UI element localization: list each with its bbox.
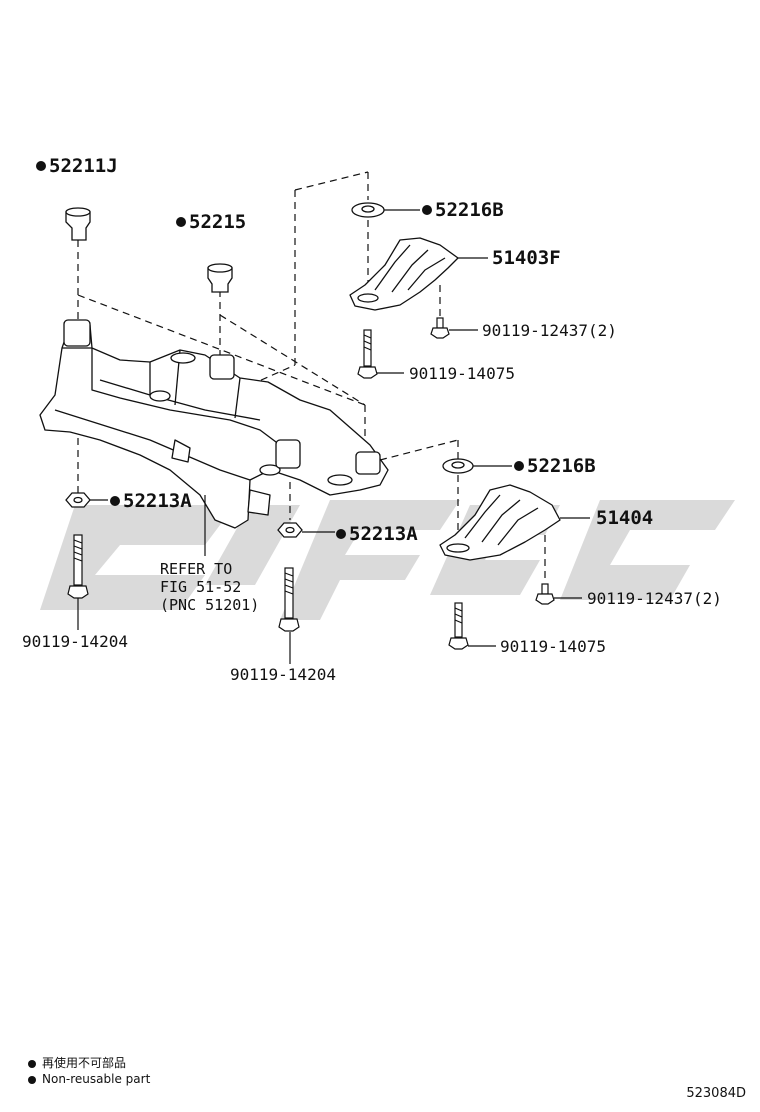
callout-51404: 51404 (596, 507, 653, 529)
bolt-90119-14204-mid (278, 567, 300, 632)
stopper-52216B-right (442, 458, 474, 474)
front-suspension-crossmember (39, 319, 389, 529)
bolt-90119-14204-left (67, 534, 89, 599)
reference-note-line-3: (PNC 51201) (160, 596, 259, 614)
callout-90119-14075-right: 90119-14075 (500, 637, 606, 656)
bolt-90119-14075-top (357, 329, 378, 379)
callout-52215: 52215 (189, 211, 246, 233)
callout-90119-12437-right: 90119-12437(2) (587, 589, 722, 608)
legend-japanese: 再使用不可部品 (28, 1054, 126, 1071)
callout-52213A-mid: 52213A (349, 523, 418, 545)
bolt-90119-14075-right (448, 602, 469, 650)
leader-lines (77, 209, 590, 664)
callout-52216B-right: 52216B (527, 455, 596, 477)
reference-note-line-1: REFER TO (160, 560, 232, 578)
callout-90119-14204-left: 90119-14204 (22, 632, 128, 651)
callout-51403F: 51403F (492, 247, 561, 269)
nut-52213A-mid (277, 522, 303, 538)
legend-japanese-text: 再使用不可部品 (42, 1056, 127, 1070)
bolt-90119-12437-right (535, 583, 555, 605)
callout-52213A-left: 52213A (123, 490, 192, 512)
brace-51404 (439, 484, 561, 561)
bolt-90119-12437-top (430, 317, 450, 339)
callout-52211J: 52211J (49, 155, 118, 177)
bushing-52211J (65, 207, 91, 241)
non-reusable-dot-icon (28, 1059, 36, 1068)
legend-english-text: Non-reusable part (42, 1072, 151, 1086)
non-reusable-markers (36, 161, 524, 539)
stopper-52216B-top (351, 202, 385, 218)
callout-90119-14204-mid: 90119-14204 (230, 665, 336, 684)
nut-52213A-left (65, 492, 91, 508)
callout-52216B-top: 52216B (435, 199, 504, 221)
figure-number: 523084D (686, 1086, 746, 1101)
reference-note-line-2: FIG 51-52 (160, 578, 241, 596)
callout-90119-14075-top: 90119-14075 (409, 364, 515, 383)
legend-english: Non-reusable part (28, 1072, 150, 1086)
brace-51403F (349, 237, 459, 311)
callout-90119-12437-top: 90119-12437(2) (482, 321, 617, 340)
non-reusable-dot-icon (28, 1075, 36, 1084)
bushing-52215 (207, 263, 233, 293)
